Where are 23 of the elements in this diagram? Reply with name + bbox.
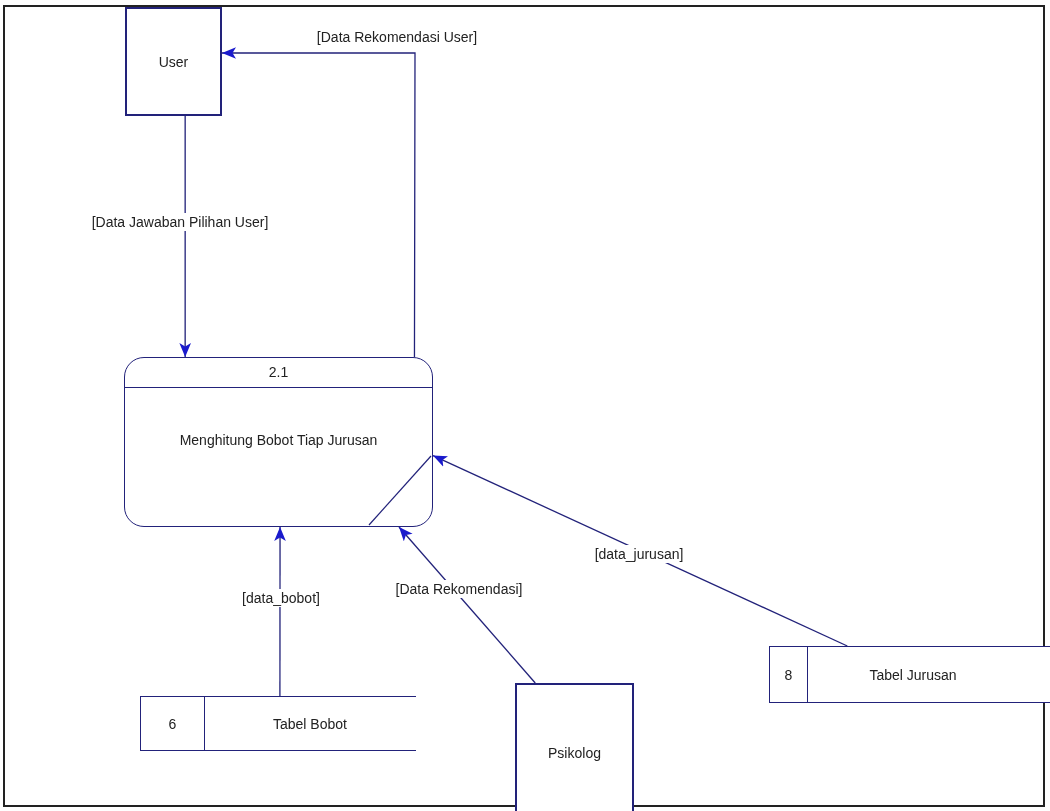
data-store — [140, 696, 416, 751]
arrow — [221, 47, 416, 358]
arrow — [398, 526, 536, 684]
store-name: Tabel Jurusan — [868, 665, 958, 685]
store-id: 6 — [141, 697, 205, 750]
edge-label: [Data Jawaban Pilihan User] — [89, 213, 271, 231]
entity-name: Psikolog — [548, 745, 601, 761]
edge-label: [data_bobot] — [240, 589, 322, 607]
data-store — [769, 646, 1050, 703]
entity-name: User — [158, 53, 189, 70]
edge-label: [data_jurusan] — [592, 545, 686, 563]
process-name: Menghitung Bobot Tiap Jurusan — [178, 431, 379, 450]
external-entity-box — [125, 7, 222, 116]
arrow — [179, 115, 191, 358]
edge-label: [Data Rekomendasi] — [393, 580, 525, 598]
edge-label: [Data Rekomendasi User] — [314, 28, 480, 46]
process-box — [124, 357, 433, 527]
external-entity-box — [515, 683, 634, 811]
process-number: 2.1 — [125, 358, 432, 388]
arrow — [274, 526, 286, 697]
store-id: 8 — [770, 647, 808, 702]
store-name: Tabel Bobot — [272, 714, 348, 734]
arrow — [432, 454, 848, 647]
